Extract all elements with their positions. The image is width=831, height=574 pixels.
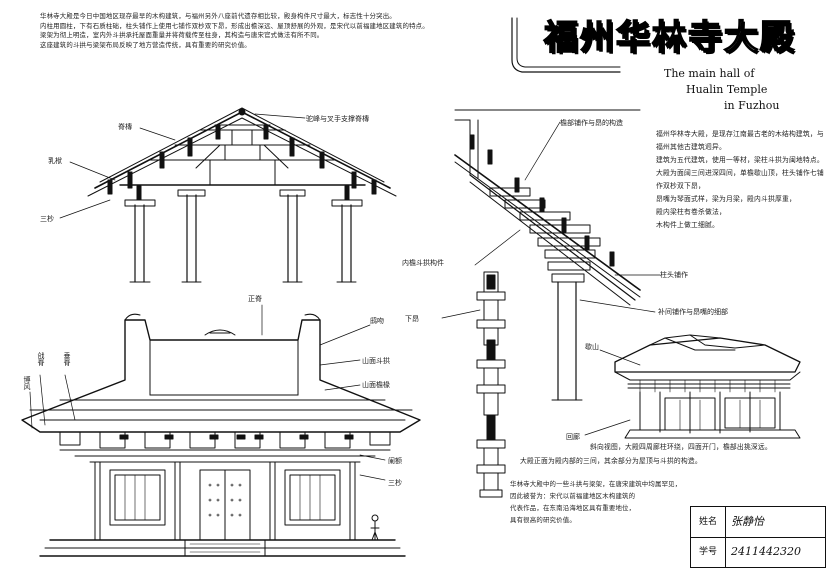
label-elev-right1: 山面斗拱 (362, 357, 390, 365)
eave-section (454, 17, 661, 401)
label-elev-right2: 山面檐椽 (362, 381, 390, 389)
front-elevation (21, 304, 421, 557)
right-line: 昂嘴为琴面式样，梁为月梁，殿内斗拱厚重， (656, 195, 796, 203)
info-box: 姓名 张静怡 学号 2411442320 (690, 506, 826, 568)
label-elev-left3: 博风 (23, 376, 31, 390)
label-elev-hip: 鸱吻 (370, 317, 384, 325)
title-en-line: The main hall of (664, 67, 755, 80)
bottom-lower-text: 华林寺大殿中的一些斗拱与梁架，在唐宋建筑中均属罕见， 因此被誉为：宋代以前福建地… (510, 478, 690, 526)
id-key: 学号 (691, 537, 726, 567)
right-line: 殿内梁柱有卷杀做法， (656, 208, 726, 216)
label-bracket-left: 三杪 (40, 215, 54, 223)
intro-line: 梁架为彻上明造，室内外斗拱承托屋面重量并将荷载传至柱身，其构造与唐宋官式做法有所… (40, 31, 324, 40)
name-row: 姓名 张静怡 (691, 507, 825, 538)
right-line: 建筑为五代建筑，使用一等材，梁柱斗拱为闽地特点。 (656, 156, 824, 164)
label-iso-bottom: 回廊 (566, 433, 580, 441)
bottom-line: 大殿正面为殿内部的三间，其余部分为屋顶与斗拱的构造。 (520, 457, 702, 465)
lower-line: 具有很高的研究价值。 (510, 516, 576, 524)
roof-frame-section (59, 107, 397, 283)
intro-line: 内柱用圆柱，下有石质柱础，柱头铺作上使用七铺作双杪双下昂，形成出檐深远、屋顶舒展… (40, 21, 429, 30)
label-bracket-column: 柱头铺作 (660, 271, 688, 279)
title-chinese: 福州华林寺大殿 (543, 17, 796, 59)
title-english: The main hall of Hualin Temple in Fuzhou (664, 66, 779, 114)
label-elev-left1: 戗脊 (37, 352, 45, 366)
id-value: 2411442320 (731, 545, 801, 558)
label-crossbeam-bottom: 下昂 (405, 315, 419, 323)
right-description: 福州华林寺大殿，是现存江南最古老的木结构建筑，与福州其他古建筑迥异。 建筑为五代… (656, 128, 824, 232)
intro-line: 这座建筑的斗拱与梁架布局反映了地方营造传统，具有重要的研究价值。 (40, 40, 251, 49)
title-en-line: Hualin Temple (686, 83, 768, 96)
lower-line: 代表作品，在东南沿海地区具有重要地位， (510, 504, 636, 512)
label-inner-bracket: 内檐斗拱构件 (402, 259, 444, 267)
bracket-column-stack (476, 271, 506, 498)
label-ridge-top: 驼峰与叉手支撑脊槫 (306, 115, 369, 123)
label-elev-ridge: 正脊 (248, 295, 262, 303)
bottom-line: 斜向视图，大殿四周廊柱环绕，四面开门，檐部出挑深远。 (590, 443, 772, 451)
label-rafter-left: 乳栿 (48, 157, 62, 165)
label-elev-left2: 垂脊 (63, 352, 71, 366)
label-iso-top: 歇山 (585, 343, 599, 351)
right-line: 木构件上做工细腻。 (656, 221, 719, 229)
label-lower-right-eave: 补间铺作与昂嘴的细部 (658, 308, 728, 316)
right-line: 大殿为面阔三间进深四间，单檐歇山顶，柱头铺作七铺作双杪双下昂， (656, 169, 824, 190)
intro-text: 华林寺大殿是今日中国地区现存最早的木构建筑，与福州另外八座前代遗存相比较，殿身构… (40, 12, 510, 50)
name-key: 姓名 (691, 507, 726, 537)
label-ridge-purlin: 脊槫 (118, 123, 132, 131)
name-value: 张静怡 (731, 515, 764, 528)
id-row: 学号 2411442320 (691, 537, 825, 567)
intro-line: 华林寺大殿是今日中国地区现存最早的木构建筑，与福州另外八座前代遗存相比较，殿身构… (40, 12, 396, 20)
title-en-line: in Fuzhou (724, 99, 780, 112)
label-elev-right3: 阑额 (388, 457, 402, 465)
bottom-center-text: 斜向视图，大殿四周廊柱环绕，四面开门，檐部出挑深远。 大殿正面为殿内部的三间，其… (520, 440, 815, 468)
isometric-view (584, 334, 801, 439)
label-roof-section-top: 檐部铺作与昂的构造 (560, 119, 623, 127)
lower-line: 因此被誉为：宋代以前福建地区木构建筑的 (510, 492, 636, 500)
right-line: 福州华林寺大殿，是现存江南最古老的木结构建筑，与福州其他古建筑迥异。 (656, 130, 824, 151)
label-elev-right4: 三杪 (388, 479, 402, 487)
lower-line: 华林寺大殿中的一些斗拱与梁架，在唐宋建筑中均属罕见， (510, 480, 682, 488)
